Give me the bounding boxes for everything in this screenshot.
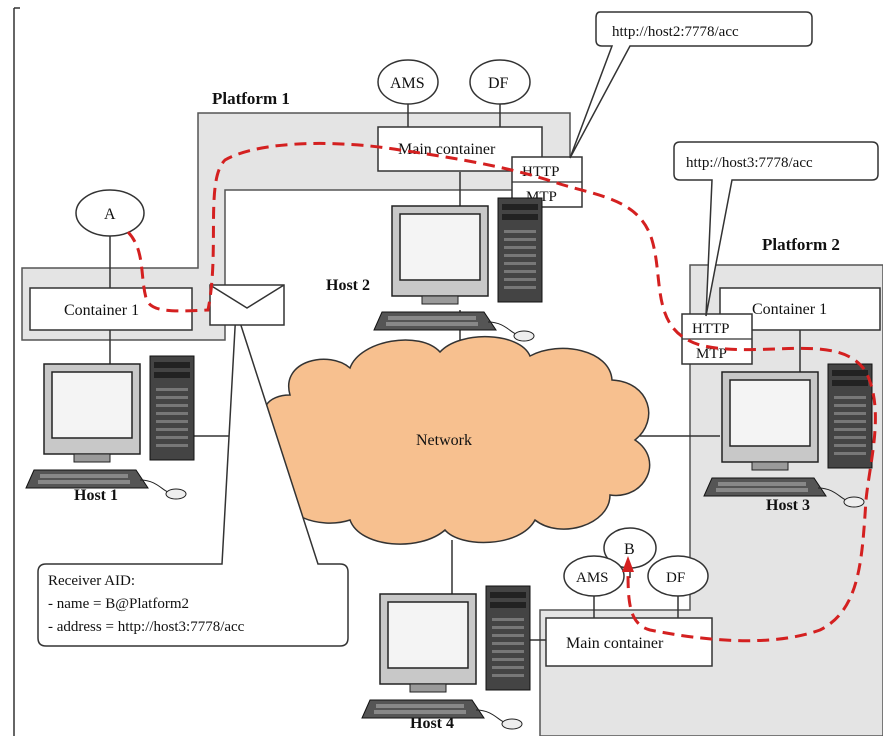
p2-mtp-line1: HTTP: [692, 321, 730, 337]
message-path: [126, 141, 877, 643]
host-1-label: Host 1: [74, 487, 118, 504]
message-path-arrowhead: [622, 556, 634, 572]
host-2-computer: [373, 197, 543, 342]
host-3-label: Host 3: [766, 497, 810, 514]
p2-mtp-line2: MTP: [696, 346, 727, 362]
host3-address-text: http://host3:7778/acc: [686, 155, 813, 171]
agent-df-p2-label: DF: [666, 570, 685, 586]
agent-df-p1: [469, 59, 531, 105]
host-4-computer: [361, 585, 531, 730]
p1-main-container-label: Main container: [398, 141, 496, 158]
agent-ams-p2-label: AMS: [576, 570, 609, 586]
receiver-aid-address: - address = http://host3:7778/acc: [48, 619, 245, 635]
agent-ams-p1: [377, 59, 439, 105]
host-2-label: Host 2: [326, 277, 370, 294]
p2-container-1-label: Container 1: [752, 301, 827, 318]
callout-receiver-aid: Receiver AID: - name = B@Platform2 - add…: [37, 309, 349, 647]
network-label: Network: [416, 432, 472, 449]
agent-ams-p1-label: AMS: [390, 75, 425, 92]
p2-main-container-label: Main container: [566, 635, 664, 652]
agent-a-label: A: [104, 206, 116, 223]
network-cloud: Network: [254, 335, 651, 545]
agent-a: [75, 189, 145, 237]
agent-b-label: B: [624, 541, 635, 558]
receiver-aid-title: Receiver AID:: [48, 573, 135, 589]
agent-df-p2: [647, 555, 709, 597]
receiver-aid-name: - name = B@Platform2: [48, 596, 189, 612]
host-1-computer: [25, 355, 195, 500]
host-4-label: Host 4: [410, 715, 454, 732]
p1-container-1: [29, 287, 193, 331]
callout-host3-address: http://host3:7778/acc: [673, 141, 879, 317]
platform-1-label: Platform 1: [212, 89, 290, 108]
agent-ams-p2: [563, 555, 625, 597]
message-envelope-icon: [209, 284, 285, 326]
callout-host2-address: http://host2:7778/acc: [569, 11, 813, 159]
platform-2-label: Platform 2: [762, 235, 840, 254]
agent-df-p1-label: DF: [488, 75, 509, 92]
p1-container-1-label: Container 1: [64, 302, 139, 319]
host2-address-text: http://host2:7778/acc: [612, 24, 739, 40]
p2-main-container: [545, 617, 713, 667]
